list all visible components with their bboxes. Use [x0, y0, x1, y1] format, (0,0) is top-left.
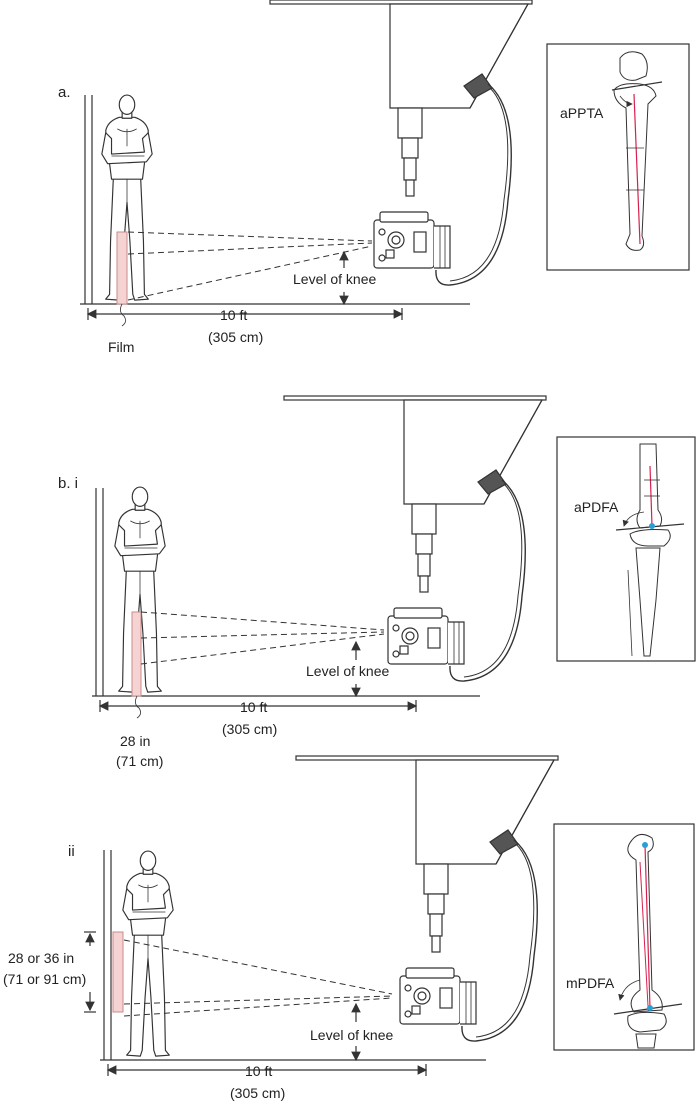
panel-label-b-i: b. i — [58, 475, 78, 492]
beam-lower — [127, 245, 373, 301]
beam-upper — [123, 939, 393, 995]
femur-bone-icon — [615, 443, 685, 657]
xray-tube-icon — [295, 755, 559, 1042]
distance-label: 10 ft — [240, 699, 267, 715]
film-leader — [135, 695, 141, 719]
inset-label-a: aPPTA — [560, 105, 604, 121]
film-height-metric-label: (71 or 91 cm) — [3, 971, 86, 987]
beam-center — [127, 242, 373, 255]
distance-metric-label: (305 cm) — [222, 721, 277, 737]
landmark-dot — [649, 523, 655, 529]
film-height-metric-label: (71 cm) — [116, 753, 163, 769]
xray-tube-icon — [283, 395, 547, 682]
landmark-dot-top — [642, 842, 648, 848]
panel-label-b-ii: ii — [68, 843, 75, 860]
inset-frame-a — [546, 43, 690, 271]
standing-person-icon — [122, 850, 174, 1057]
knee-level-label: Level of knee — [310, 1027, 393, 1043]
film-height-label: 28 or 36 in — [8, 950, 74, 966]
beam-upper — [140, 611, 385, 631]
panel-b-ii: ii Level of knee 28 or 36 in (71 or 91 c… — [2, 755, 695, 1101]
knee-level-label: Level of knee — [306, 663, 389, 679]
film-height-label-bg — [2, 946, 98, 992]
panel-label-a: a. — [58, 84, 71, 101]
xray-tube-icon — [269, 0, 533, 286]
tibia-axis-line — [633, 93, 641, 245]
landmark-dot-bottom — [647, 1005, 653, 1011]
femur-full-bone-icon — [613, 834, 683, 1049]
beam-upper — [127, 231, 373, 242]
beam-center — [123, 995, 393, 1005]
inset-label-b-i: aPDFA — [574, 499, 619, 515]
distance-label: 10 ft — [245, 1063, 272, 1079]
knee-level-label: Level of knee — [293, 271, 376, 287]
beam-lower — [123, 997, 393, 1017]
film-cassette — [116, 231, 128, 305]
distance-metric-label: (305 cm) — [208, 329, 263, 345]
film-height-label: 28 in — [120, 733, 150, 749]
film-cassette — [131, 611, 142, 697]
film-leader — [120, 303, 126, 327]
film-label: Film — [108, 339, 134, 355]
inset-frame-b-ii — [553, 823, 695, 1051]
beam-center — [140, 631, 385, 639]
inset-label-b-ii: mPDFA — [566, 975, 615, 991]
panel-a: a. Level of knee 10 ft (305 cm) Film — [58, 0, 690, 355]
inset-frame-b-i — [556, 436, 696, 662]
film-cassette — [112, 931, 124, 1013]
distance-label: 10 ft — [220, 307, 247, 323]
mechanical-axis-line — [644, 844, 651, 1009]
tibia-bone-icon — [611, 51, 663, 251]
panel-b-i: b. i Level of knee 10 ft (305 cm) 28 in … — [58, 395, 696, 769]
distance-metric-label: (305 cm) — [230, 1085, 285, 1101]
beam-lower — [140, 633, 385, 665]
